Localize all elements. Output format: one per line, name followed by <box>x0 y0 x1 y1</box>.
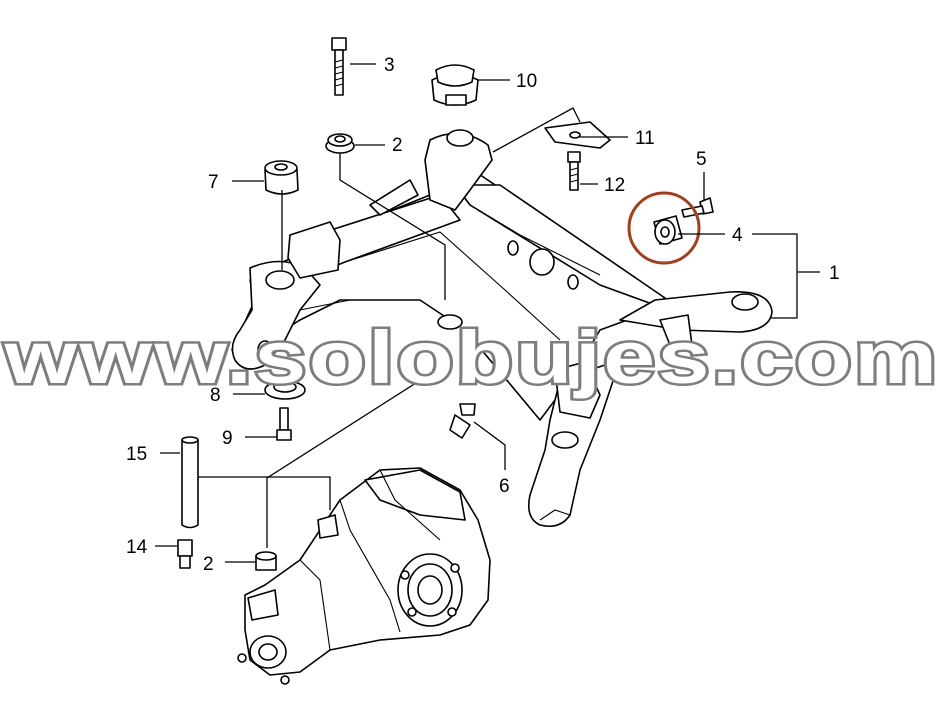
nut-part-2-upper <box>325 133 355 154</box>
callout-1: 1 <box>829 263 840 284</box>
callout-2-lower: 2 <box>203 554 214 575</box>
bolt-part-12 <box>567 151 581 191</box>
highlight-circle <box>627 191 701 265</box>
bushing-part-7 <box>264 160 299 195</box>
plate-part-11 <box>544 121 611 149</box>
callout-6: 6 <box>499 476 510 497</box>
callout-11: 11 <box>635 128 655 149</box>
callout-7: 7 <box>208 172 219 193</box>
bushing-part-10 <box>431 64 479 106</box>
tube-part-15 <box>181 436 199 529</box>
bolt-part-9 <box>276 407 292 441</box>
rear-subframe <box>231 129 773 528</box>
callout-2-upper: 2 <box>392 135 403 156</box>
callout-labels: 3 10 2 11 5 7 12 4 1 8 9 15 6 14 2 <box>126 55 840 575</box>
bolt-part-3 <box>331 37 347 96</box>
stud-part-6 <box>449 403 476 439</box>
watermark-text: www.solobujes.com <box>3 316 939 399</box>
bushing-part-4 <box>653 215 683 245</box>
callout-3: 3 <box>384 55 395 76</box>
callout-10: 10 <box>516 71 537 92</box>
plug-part-14 <box>177 539 193 569</box>
rear-differential <box>237 467 491 685</box>
callout-4: 4 <box>732 225 743 246</box>
callout-8: 8 <box>210 385 221 406</box>
nut-part-2-lower <box>255 551 277 571</box>
leader-lines <box>155 63 820 563</box>
callout-5: 5 <box>696 149 707 170</box>
callout-14: 14 <box>126 537 148 558</box>
callout-12: 12 <box>604 175 625 196</box>
callout-15: 15 <box>126 444 147 465</box>
callout-9: 9 <box>222 428 233 449</box>
washer-part-8 <box>264 380 306 400</box>
bolt-part-5 <box>681 197 714 218</box>
